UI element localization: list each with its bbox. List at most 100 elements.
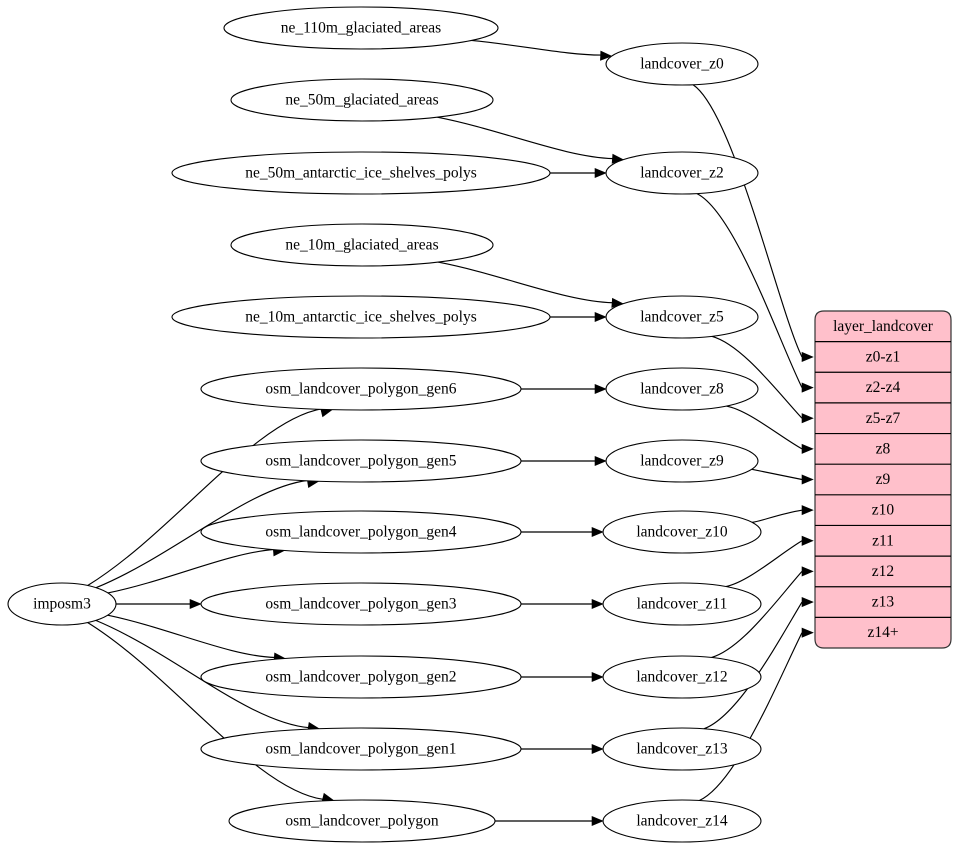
- node-landcover-z2[interactable]: landcover_z2: [605, 151, 759, 195]
- table-row-z9-label: z9: [876, 471, 891, 488]
- node-landcover-z8[interactable]: landcover_z8: [605, 367, 759, 411]
- node-shape-landcover-z9: [605, 439, 759, 483]
- node-landcover-z9[interactable]: landcover_z9: [605, 439, 759, 483]
- table-row-z11-label: z11: [872, 532, 894, 549]
- node-landcover-z12[interactable]: landcover_z12: [602, 655, 762, 699]
- edge-line: [471, 39, 602, 56]
- node-shape-osm-landcover-polygon-gen1: [200, 727, 522, 771]
- edge-line: [87, 622, 324, 801]
- node-shape-osm-landcover-polygon: [228, 799, 496, 843]
- edge-line: [95, 619, 310, 729]
- node-osm-landcover-polygon-gen5[interactable]: osm_landcover_polygon_gen5: [200, 439, 522, 483]
- arrow-head-icon: [801, 505, 814, 516]
- node-shape-landcover-z13: [602, 727, 762, 771]
- table-row-z10[interactable]: z10: [815, 494, 951, 519]
- node-landcover-z13[interactable]: landcover_z13: [602, 727, 762, 771]
- node-shape-landcover-z12: [602, 655, 762, 699]
- edge-line: [95, 479, 309, 589]
- edge-line: [87, 408, 323, 587]
- arrow-head-icon: [801, 474, 814, 485]
- node-landcover-z10[interactable]: landcover_z10: [602, 510, 762, 554]
- edge-osm-landcover-polygon-gen5-to-landcover-z9: [521, 455, 607, 467]
- edge-line: [107, 548, 275, 594]
- node-ne-10m-antarctic-ice-shelves-polys[interactable]: ne_10m_antarctic_ice_shelves_polys: [171, 295, 551, 339]
- node-osm-landcover-polygon-gen4[interactable]: osm_landcover_polygon_gen4: [200, 510, 522, 554]
- edge-line: [699, 632, 803, 802]
- table-row-z9[interactable]: z9: [815, 463, 951, 488]
- node-landcover-z5[interactable]: landcover_z5: [605, 295, 759, 339]
- edge-osm-landcover-polygon-gen6-to-landcover-z8: [521, 383, 607, 395]
- table-row-z12-label: z12: [872, 563, 894, 580]
- table-row-z13-label: z13: [872, 594, 895, 611]
- node-ne-50m-antarctic-ice-shelves-polys[interactable]: ne_50m_antarctic_ice_shelves_polys: [171, 151, 551, 195]
- node-shape-landcover-z11: [602, 582, 762, 626]
- table-row-z11[interactable]: z11: [815, 524, 951, 549]
- edge-line: [752, 509, 803, 523]
- node-ne-10m-glaciated-areas[interactable]: ne_10m_glaciated_areas: [230, 223, 494, 267]
- edge-line: [725, 540, 803, 588]
- node-label-landcover-z2: landcover_z2: [640, 165, 724, 182]
- node-imposm3[interactable]: imposm3: [7, 582, 117, 626]
- node-shape-osm-landcover-polygon-gen3: [200, 582, 522, 626]
- node-shape-ne-10m-antarctic-ice-shelves-polys: [171, 295, 551, 339]
- node-shape-landcover-z2: [605, 151, 759, 195]
- node-osm-landcover-polygon[interactable]: osm_landcover_polygon: [228, 799, 496, 843]
- edge-landcover-z10-to-z10: [752, 505, 814, 523]
- table-row-z13[interactable]: z13: [815, 586, 951, 611]
- layer-landcover-table: layer_landcoverz0-z1z2-z4z5-z7z8z9z10z11…: [814, 310, 952, 649]
- node-label-osm-landcover-polygon-gen2: osm_landcover_polygon_gen2: [265, 669, 456, 686]
- table-row-z12[interactable]: z12: [815, 555, 951, 580]
- edge-line: [726, 405, 803, 450]
- node-label-landcover-z12: landcover_z12: [636, 669, 727, 686]
- node-label-landcover-z10: landcover_z10: [636, 524, 727, 541]
- node-shape-landcover-z14: [602, 799, 762, 843]
- node-shape-osm-landcover-polygon-gen6: [200, 367, 522, 411]
- edge-landcover-z9-to-z9: [751, 468, 814, 485]
- node-label-osm-landcover-polygon-gen4: osm_landcover_polygon_gen4: [265, 524, 456, 541]
- node-osm-landcover-polygon-gen2[interactable]: osm_landcover_polygon_gen2: [200, 655, 522, 699]
- table-row-z14[interactable]: z14+: [815, 616, 951, 641]
- node-osm-landcover-polygon-gen1[interactable]: osm_landcover_polygon_gen1: [200, 727, 522, 771]
- edge-ne-10m-antarctic-ice-shelves-polys-to-landcover-z5: [550, 311, 607, 323]
- node-shape-ne-50m-antarctic-ice-shelves-polys: [171, 151, 551, 195]
- node-shape-osm-landcover-polygon-gen4: [200, 510, 522, 554]
- arrow-head-icon: [591, 598, 604, 610]
- table-row-z5-z7[interactable]: z5-z7: [815, 402, 951, 427]
- node-landcover-z14[interactable]: landcover_z14: [602, 799, 762, 843]
- node-label-osm-landcover-polygon-gen5: osm_landcover_polygon_gen5: [265, 453, 456, 470]
- node-ne-50m-glaciated-areas[interactable]: ne_50m_glaciated_areas: [230, 78, 494, 122]
- arrow-head-icon: [801, 413, 814, 424]
- table-row-z2-z4[interactable]: z2-z4: [815, 371, 951, 396]
- node-label-landcover-z14: landcover_z14: [636, 813, 727, 830]
- arrow-head-icon: [801, 351, 814, 363]
- node-landcover-z11[interactable]: landcover_z11: [602, 582, 762, 626]
- edge-landcover-z12-to-z12: [711, 566, 814, 659]
- node-label-landcover-z5: landcover_z5: [640, 309, 724, 326]
- edge-landcover-z2-to-z2-z4: [696, 193, 814, 393]
- node-ne-110m-glaciated-areas[interactable]: ne_110m_glaciated_areas: [223, 6, 499, 50]
- edge-osm-landcover-polygon-gen2-to-landcover-z12: [521, 671, 604, 683]
- node-landcover-z0[interactable]: landcover_z0: [605, 42, 759, 86]
- arrow-head-icon: [591, 743, 604, 755]
- edges-layer: [87, 39, 814, 827]
- node-osm-landcover-polygon-gen6[interactable]: osm_landcover_polygon_gen6: [200, 367, 522, 411]
- edge-landcover-z5-to-z5-z7: [711, 335, 814, 424]
- edge-line: [711, 571, 803, 659]
- node-shape-landcover-z8: [605, 367, 759, 411]
- arrow-head-icon: [591, 526, 604, 538]
- node-label-landcover-z9: landcover_z9: [640, 453, 724, 470]
- edge-line: [692, 84, 803, 358]
- table-row-z0-z1[interactable]: z0-z1: [815, 341, 951, 366]
- table-row-z5-z7-label: z5-z7: [866, 410, 901, 427]
- edge-line: [751, 468, 803, 481]
- node-label-landcover-z8: landcover_z8: [640, 381, 724, 398]
- table-row-z8[interactable]: z8: [815, 432, 951, 458]
- node-shape-ne-10m-glaciated-areas: [230, 223, 494, 267]
- arrow-head-icon: [801, 535, 814, 546]
- node-label-osm-landcover-polygon-gen3: osm_landcover_polygon_gen3: [265, 596, 456, 613]
- node-osm-landcover-polygon-gen3[interactable]: osm_landcover_polygon_gen3: [200, 582, 522, 626]
- arrow-head-icon: [600, 50, 613, 61]
- edge-imposm3-to-osm-landcover-polygon-gen3: [116, 598, 202, 610]
